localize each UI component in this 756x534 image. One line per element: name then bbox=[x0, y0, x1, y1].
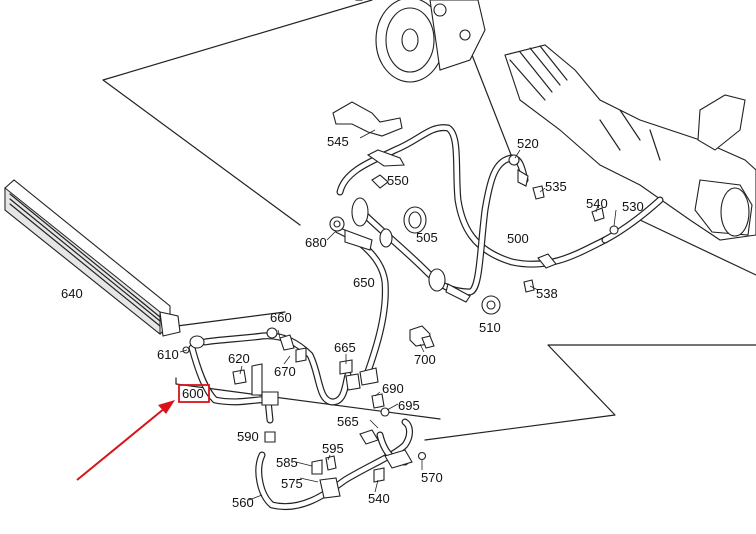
part-label-590: 590 bbox=[237, 429, 259, 444]
part-label-545: 545 bbox=[327, 134, 349, 149]
part-label-500: 500 bbox=[507, 231, 529, 246]
part-label-680: 680 bbox=[305, 235, 327, 250]
part-label-520: 520 bbox=[517, 136, 539, 151]
part-label-690: 690 bbox=[382, 381, 404, 396]
part-label-595: 595 bbox=[322, 441, 344, 456]
steering-gear bbox=[504, 44, 756, 241]
highlighted-part-600: 600 bbox=[178, 384, 210, 403]
part-label-530: 530 bbox=[622, 199, 644, 214]
bracket-545 bbox=[332, 101, 403, 137]
part-label-565: 565 bbox=[337, 414, 359, 429]
part-label-670: 670 bbox=[274, 364, 296, 379]
part-label-695: 695 bbox=[398, 398, 420, 413]
part-label-620: 620 bbox=[228, 351, 250, 366]
oil-cooler bbox=[4, 179, 181, 337]
part-label-660: 660 bbox=[270, 310, 292, 325]
part-label-560: 560 bbox=[232, 495, 254, 510]
part-label-585: 585 bbox=[276, 455, 298, 470]
part-label-510: 510 bbox=[479, 320, 501, 335]
power-steering-pump bbox=[375, 0, 486, 83]
pointer-arrow bbox=[76, 400, 175, 481]
pressure-hose-500 bbox=[336, 124, 664, 268]
part-label-505: 505 bbox=[416, 230, 438, 245]
part-label-540-lower: 540 bbox=[368, 491, 390, 506]
part-label-610: 610 bbox=[157, 347, 179, 362]
part-label-550: 550 bbox=[387, 173, 409, 188]
part-label-535: 535 bbox=[545, 179, 567, 194]
part-label-540-upper: 540 bbox=[586, 196, 608, 211]
leader-lines bbox=[179, 129, 617, 501]
cooler-line-600 bbox=[188, 332, 352, 424]
tube-650 bbox=[334, 226, 389, 384]
part-label-575: 575 bbox=[281, 476, 303, 491]
assembly-boundary-line bbox=[102, 0, 756, 441]
part-label-538: 538 bbox=[536, 286, 558, 301]
part-label-665: 665 bbox=[334, 340, 356, 355]
part-label-600: 600 bbox=[182, 386, 204, 401]
part-label-570: 570 bbox=[421, 470, 443, 485]
part-label-700: 700 bbox=[414, 352, 436, 367]
part-label-640: 640 bbox=[61, 286, 83, 301]
part-label-650: 650 bbox=[353, 275, 375, 290]
small-parts bbox=[182, 149, 619, 499]
